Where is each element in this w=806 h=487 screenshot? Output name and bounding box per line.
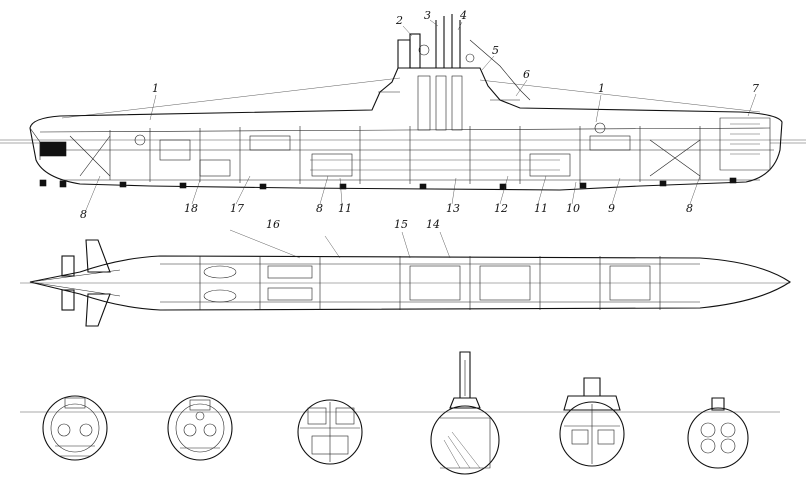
cross-sections bbox=[20, 351, 780, 475]
cross-section-5 bbox=[559, 377, 625, 467]
leader-lines bbox=[85, 19, 757, 211]
callout-13: 13 bbox=[446, 202, 460, 215]
callout-4: 4 bbox=[459, 9, 467, 22]
callout-6: 6 bbox=[523, 68, 530, 81]
callout-5: 5 bbox=[492, 44, 499, 57]
callout-18: 18 bbox=[184, 202, 198, 215]
internal-machinery bbox=[69, 117, 771, 184]
callout-2: 2 bbox=[395, 14, 403, 27]
keel-skids bbox=[39, 177, 737, 190]
callout-17: 17 bbox=[230, 202, 244, 215]
callout-16: 16 bbox=[266, 218, 280, 231]
callout-labels: 1 1 2 3 4 5 6 7 8 8 8 9 10 11 11 12 13 1… bbox=[80, 9, 759, 231]
callout-1-fwd: 1 bbox=[598, 82, 605, 95]
callout-1-aft: 1 bbox=[152, 82, 159, 95]
side-section-view bbox=[0, 14, 806, 211]
callout-8-aft: 8 bbox=[80, 208, 87, 221]
callout-14: 14 bbox=[426, 218, 440, 231]
callout-15: 15 bbox=[394, 218, 408, 231]
callout-8-fwd: 8 bbox=[686, 202, 693, 215]
cross-section-3 bbox=[297, 399, 363, 465]
callout-9: 9 bbox=[608, 202, 615, 215]
callout-11-aft: 11 bbox=[338, 202, 352, 215]
conning-tower bbox=[378, 14, 531, 131]
plan-section-view bbox=[20, 229, 791, 327]
callout-11-fwd: 11 bbox=[534, 202, 548, 215]
cross-section-6 bbox=[687, 397, 749, 469]
callout-7: 7 bbox=[752, 82, 759, 95]
callout-12: 12 bbox=[494, 202, 508, 215]
cross-section-4 bbox=[430, 351, 500, 475]
cross-section-2 bbox=[167, 395, 233, 461]
cross-section-1 bbox=[42, 395, 108, 461]
callout-3: 3 bbox=[424, 9, 431, 22]
callout-8-mid: 8 bbox=[316, 202, 323, 215]
callout-10: 10 bbox=[566, 202, 580, 215]
